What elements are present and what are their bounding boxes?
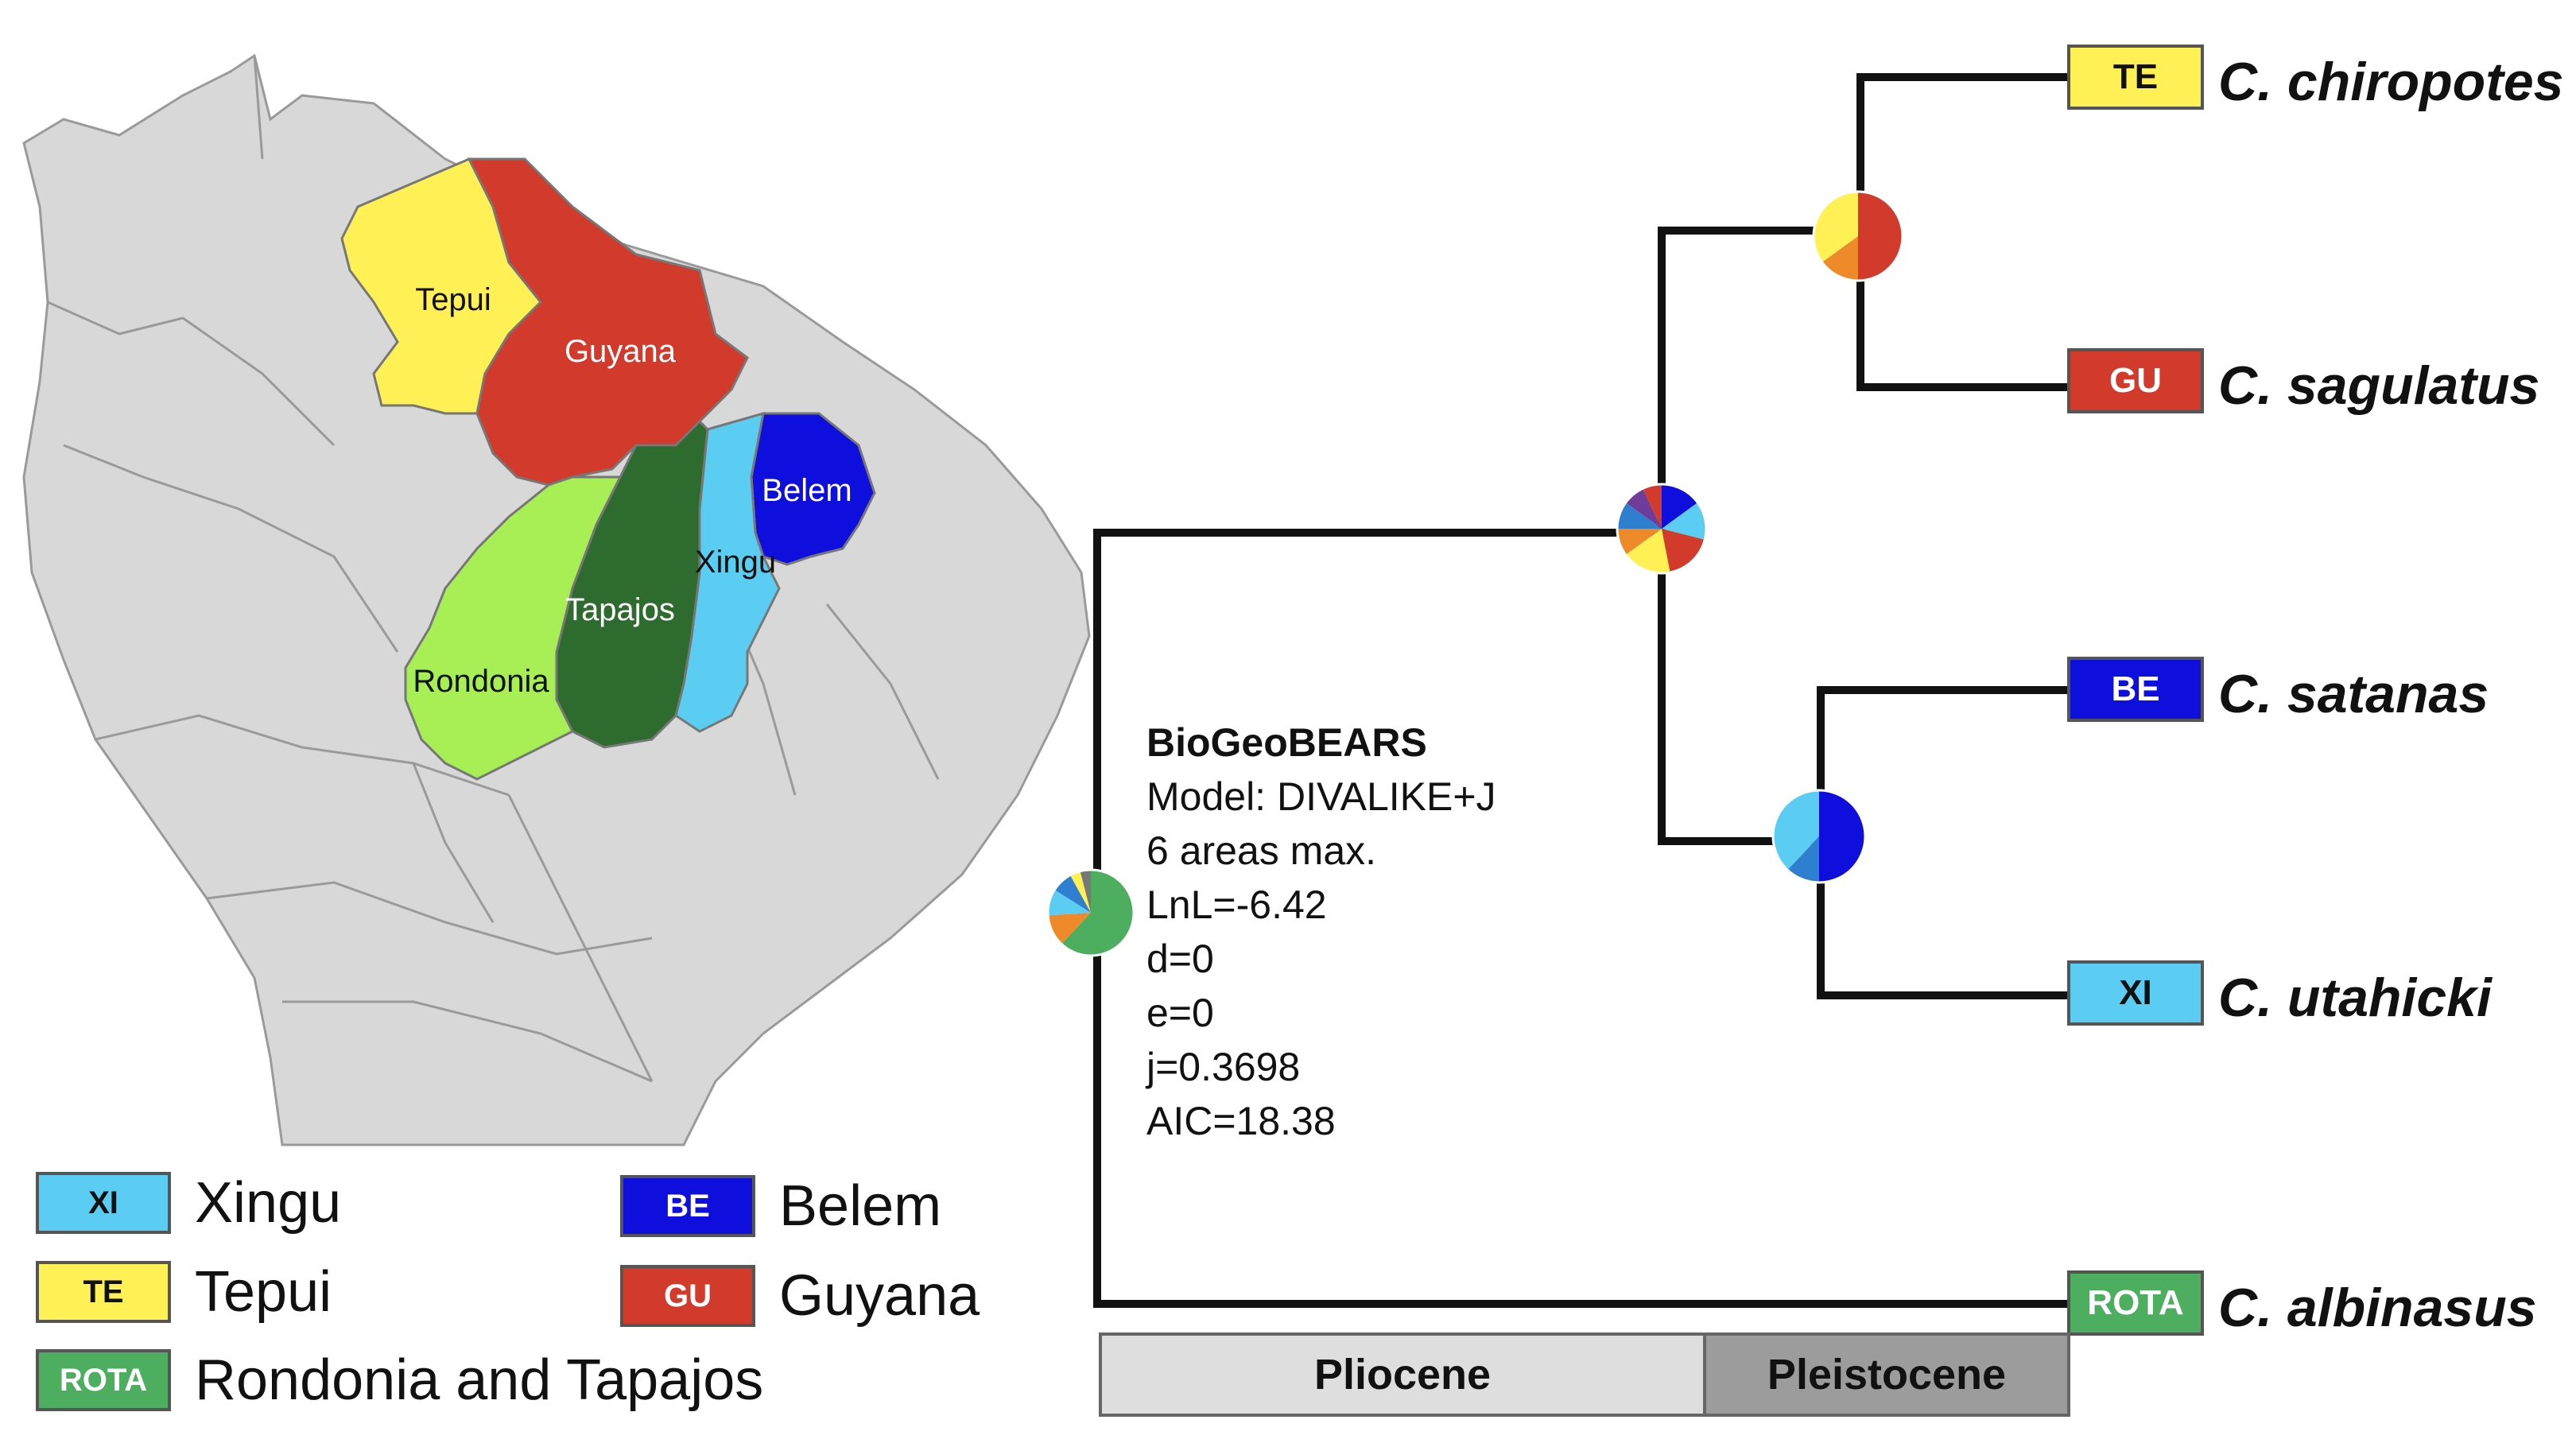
pie-slice-6 (1080, 870, 1091, 913)
tip-species-albinasus: C. albinasus (2218, 1278, 2537, 1338)
pie-slice-2 (1662, 502, 1706, 540)
tip-species-utahicki: C. utahicki (2218, 968, 2492, 1028)
node-pie-belem-xingu (1771, 789, 1867, 884)
model-stats: BioGeoBEARS Model: DIVALIKE+J 6 areas ma… (1146, 716, 1496, 1148)
pie-outline (1616, 483, 1708, 575)
region-label-tepui: Tepui (415, 282, 491, 317)
region-label-xingu: Xingu (695, 545, 776, 580)
pie-slice-3 (1662, 529, 1705, 573)
stats-j: j=0.3698 (1146, 1045, 1301, 1089)
region-guyana (467, 157, 749, 487)
pie-slice-6 (1617, 502, 1662, 529)
legend-item-guyana: GU Guyana (620, 1263, 980, 1329)
stats-title: BioGeoBEARS (1146, 720, 1427, 765)
epoch-pleistocene: Pleistocene (1703, 1332, 2070, 1417)
legend-code-rota: ROTA (36, 1349, 171, 1411)
stats-d: d=0 (1146, 937, 1214, 981)
stats-aic: AIC=18.38 (1146, 1099, 1336, 1143)
node-pie-crown (1616, 483, 1708, 575)
pie-slice-2 (1787, 836, 1819, 882)
pie-slice-1 (1819, 790, 1865, 882)
legend-code-xingu: XI (36, 1172, 171, 1234)
pie-slice-1 (1858, 192, 1903, 281)
pie-slice-4 (1625, 529, 1670, 573)
pie-outline (1812, 190, 1904, 282)
pie-slice-2 (1048, 913, 1091, 945)
node-pie-tepui-guyana (1812, 190, 1904, 282)
pie-outline (1771, 789, 1867, 884)
pie-slice-3 (1773, 790, 1819, 871)
pie-outline (1046, 868, 1135, 957)
legend-code-tepui: TE (36, 1261, 171, 1323)
tip-species-satanas: C. satanas (2218, 664, 2489, 724)
pie-slice-7 (1625, 488, 1662, 529)
pie-slice-8 (1643, 484, 1662, 529)
pie-slice-1 (1662, 484, 1698, 529)
legend-label-tepui: Tepui (195, 1260, 332, 1324)
tip-species-sagulatus: C. sagulatus (2218, 355, 2540, 416)
region-label-guyana: Guyana (564, 334, 677, 369)
pie-slice-1 (1061, 870, 1134, 956)
legend-item-xingu: XI Xingu (36, 1170, 341, 1235)
tip-code-chiropotes: TE (2067, 45, 2204, 110)
legend-item-belem: BE Belem (620, 1173, 941, 1239)
legend-label-rota: Rondonia and Tapajos (195, 1348, 764, 1412)
pie-slice-5 (1069, 871, 1091, 913)
legend-code-guyana: GU (620, 1265, 755, 1327)
legend-label-belem: Belem (779, 1174, 942, 1238)
tip-species-chiropotes: C. chiropotes (2218, 52, 2564, 112)
legend-code-belem: BE (620, 1175, 755, 1237)
legend-item-rota: ROTA Rondonia and Tapajos (36, 1348, 763, 1413)
stats-e: e=0 (1146, 991, 1214, 1035)
tip-code-utahicki: XI (2067, 960, 2204, 1026)
pie-slice-4 (1054, 875, 1091, 913)
legend-item-tepui: TE Tepui (36, 1259, 332, 1325)
pie-slice-2 (1821, 236, 1858, 281)
legend-label-guyana: Guyana (779, 1264, 980, 1328)
region-label-belem: Belem (762, 473, 852, 508)
tip-code-sagulatus: GU (2067, 348, 2204, 413)
south-america-map: Tepui Guyana Belem Xingu Tapajos Rondoni… (22, 53, 1091, 1146)
pie-slice-5 (1617, 529, 1662, 555)
stats-lnl: LnL=-6.42 (1146, 882, 1327, 927)
region-rondonia (404, 475, 623, 781)
pie-slice-3 (1048, 890, 1091, 916)
tip-code-albinasus: ROTA (2067, 1270, 2204, 1336)
pie-slice-3 (1814, 192, 1858, 262)
epoch-pliocene: Pliocene (1099, 1332, 1706, 1417)
region-label-rondonia: Rondonia (413, 664, 549, 699)
legend-label-xingu: Xingu (195, 1171, 342, 1235)
node-pie-root (1046, 868, 1135, 957)
stats-areas: 6 areas max. (1146, 828, 1377, 873)
stats-model: Model: DIVALIKE+J (1146, 774, 1496, 819)
tip-code-satanas: BE (2067, 657, 2204, 722)
region-label-tapajos: Tapajos (565, 592, 675, 627)
